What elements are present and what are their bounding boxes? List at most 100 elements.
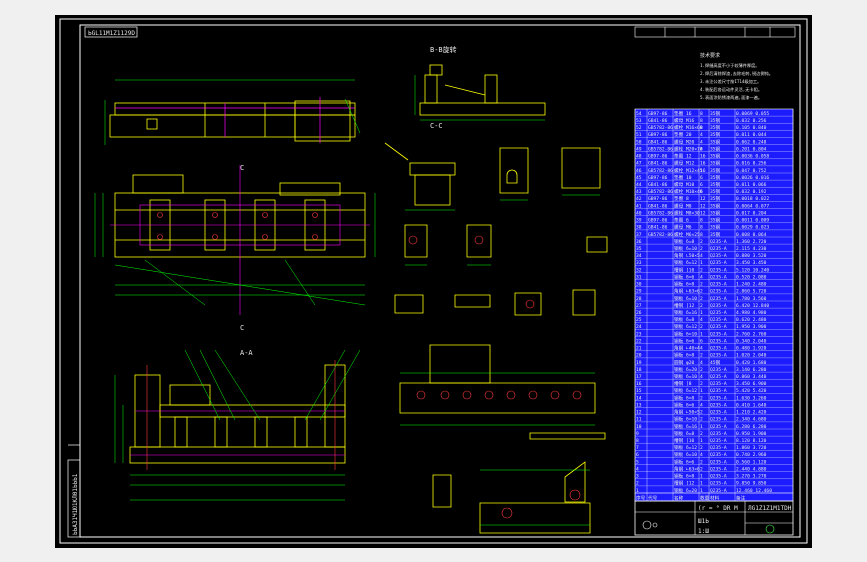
- bom-cell: 0.0036 0.058: [736, 154, 769, 160]
- bom-cell: Q235-A: [710, 374, 727, 380]
- bom-cell: 2: [700, 445, 703, 451]
- bom-cell: 角钢 ∟50×5: [674, 252, 700, 259]
- bom-cell: Q235-A: [710, 346, 727, 352]
- bom-cell: 螺母 M10: [674, 181, 694, 188]
- bom-cell: 8: [700, 125, 703, 131]
- bom-cell: 1: [700, 424, 703, 430]
- bom-cell: 5: [636, 459, 639, 465]
- bom-cell: 8: [700, 118, 703, 124]
- bom-cell: 螺母 M20: [674, 138, 694, 145]
- bom-cell: 6: [700, 182, 703, 188]
- top-header-strip: [634, 26, 796, 38]
- bom-cell: 52: [636, 125, 642, 131]
- bom-cell: 35钢: [710, 217, 721, 224]
- bom-cell: 螺栓 M12×45: [674, 167, 703, 174]
- drawing-sheet: ЬGL11M1Z1129D ЬЬAЗ1Ч1Ю1КЛ01ЬЬЬ1: [55, 15, 812, 548]
- bom-cell: Q235-A: [710, 338, 727, 344]
- bom-cell: 8: [700, 232, 703, 238]
- bom-cell: 35钢: [710, 195, 721, 202]
- bom-cell: 0.0018 0.022: [736, 196, 769, 202]
- bom-cell: 32: [636, 267, 642, 273]
- bom-cell: 1.240 2.480: [736, 282, 767, 288]
- bom-header-cell: 备注: [736, 495, 746, 502]
- bom-cell: GB41-86: [648, 203, 668, 209]
- cad-drawing: ЬGL11M1Z1129D ЬЬAЗ1Ч1Ю1КЛ01ЬЬЬ1: [59, 18, 808, 544]
- bom-cell: 12: [700, 203, 706, 209]
- bom-cell: 46: [636, 168, 642, 174]
- bom-cell: Q235-A: [710, 381, 727, 387]
- bom-cell: 3.140 6.280: [736, 367, 767, 373]
- bom-cell: 钢板 δ=12: [674, 387, 697, 394]
- inner-border: [79, 24, 801, 538]
- bom-cell: 1: [700, 474, 703, 480]
- bom-cell: GB5782-86: [648, 168, 673, 174]
- bom-cell: 22: [636, 338, 642, 344]
- view-label-c-top: C: [240, 164, 244, 172]
- bom-cell: 45: [636, 175, 642, 181]
- bom-cell: 2: [700, 410, 703, 416]
- bom-cell: 钢板 δ=10: [674, 373, 697, 380]
- side-strip: [67, 459, 81, 538]
- bom-cell: 0.860 3.440: [736, 374, 767, 380]
- bom-cell: 35: [636, 246, 642, 252]
- bom-cell: 4: [700, 360, 703, 366]
- bom-cell: 2: [700, 381, 703, 387]
- top-view: [104, 79, 361, 145]
- bom-cell: 15: [636, 388, 642, 394]
- bom-cell: 53: [636, 118, 642, 124]
- bom-cell: 2: [700, 296, 703, 302]
- bom-cell: 4: [636, 466, 639, 472]
- bom-cell: 2: [700, 246, 703, 252]
- bom-cell: 19: [636, 360, 642, 366]
- bom-cell: 角钢 ∟50×5: [674, 409, 700, 416]
- bom-cell: 2.860 5.720: [736, 289, 767, 295]
- bom-cell: 1.860 3.720: [736, 445, 767, 451]
- bom-cell: 28: [636, 296, 642, 302]
- bom-cell: 2: [700, 239, 703, 245]
- bom-cell: 角钢 ∟63×6: [674, 288, 700, 295]
- bom-cell: 0.062 0.248: [736, 139, 767, 145]
- bom-cell: Q235-A: [710, 353, 727, 359]
- bom-cell: 垫圈 12: [674, 153, 692, 160]
- bom-cell: 9: [636, 431, 639, 437]
- bom-cell: 2: [700, 353, 703, 359]
- bom-cell: Q235-A: [710, 488, 727, 494]
- bom-cell: 钢板 δ=12: [674, 259, 697, 266]
- bom-cell: 1: [636, 488, 639, 494]
- bom-cell: 31: [636, 274, 642, 280]
- bom-cell: 垫圈 10: [674, 174, 692, 181]
- bom-cell: 4: [700, 402, 703, 408]
- bom-cell: 槽钢 [8: [674, 380, 692, 387]
- bom-cell: 0.016 0.256: [736, 161, 767, 167]
- bom-cell: 6: [700, 338, 703, 344]
- bom-cell: 2: [700, 303, 703, 309]
- bom-cell: 4: [700, 374, 703, 380]
- bom-cell: Q235-A: [710, 445, 727, 451]
- code-side: ЬЬAЗ1Ч1Ю1КЛ01ЬЬЬ1: [72, 473, 79, 535]
- section-b-b: B-B旋转: [414, 45, 546, 121]
- bom-cell: Q235-A: [710, 253, 727, 259]
- detail-holes: [408, 235, 582, 519]
- bom-cell: 38: [636, 225, 642, 231]
- plan-view: C C: [94, 164, 376, 332]
- bom-cell: 42: [636, 196, 642, 202]
- bom-cell: 47: [636, 161, 642, 167]
- bom-cell: 17: [636, 374, 642, 380]
- bom-cell: 37: [636, 232, 642, 238]
- bom-cell: Q235-A: [710, 331, 727, 337]
- bom-cell: Q235-A: [710, 274, 727, 280]
- bom-cell: Q235-A: [710, 260, 727, 266]
- bom-cell: 2: [700, 395, 703, 401]
- bom-cell: 33: [636, 260, 642, 266]
- bom-cell: 1: [700, 260, 703, 266]
- bom-cell: 0.0011 0.009: [736, 218, 769, 224]
- code-tab-box: [84, 26, 138, 38]
- bom-cell: Q235-A: [710, 317, 727, 323]
- bom-cell: 钢板 δ=8: [674, 473, 694, 480]
- bom-cell: 2: [700, 466, 703, 472]
- bom-cell: 8: [700, 218, 703, 224]
- bom-cell: 16: [636, 381, 642, 387]
- bom-cell: 2: [700, 367, 703, 373]
- bom-cell: 35钢: [710, 224, 721, 231]
- bom-header-cell: 材料: [710, 495, 720, 502]
